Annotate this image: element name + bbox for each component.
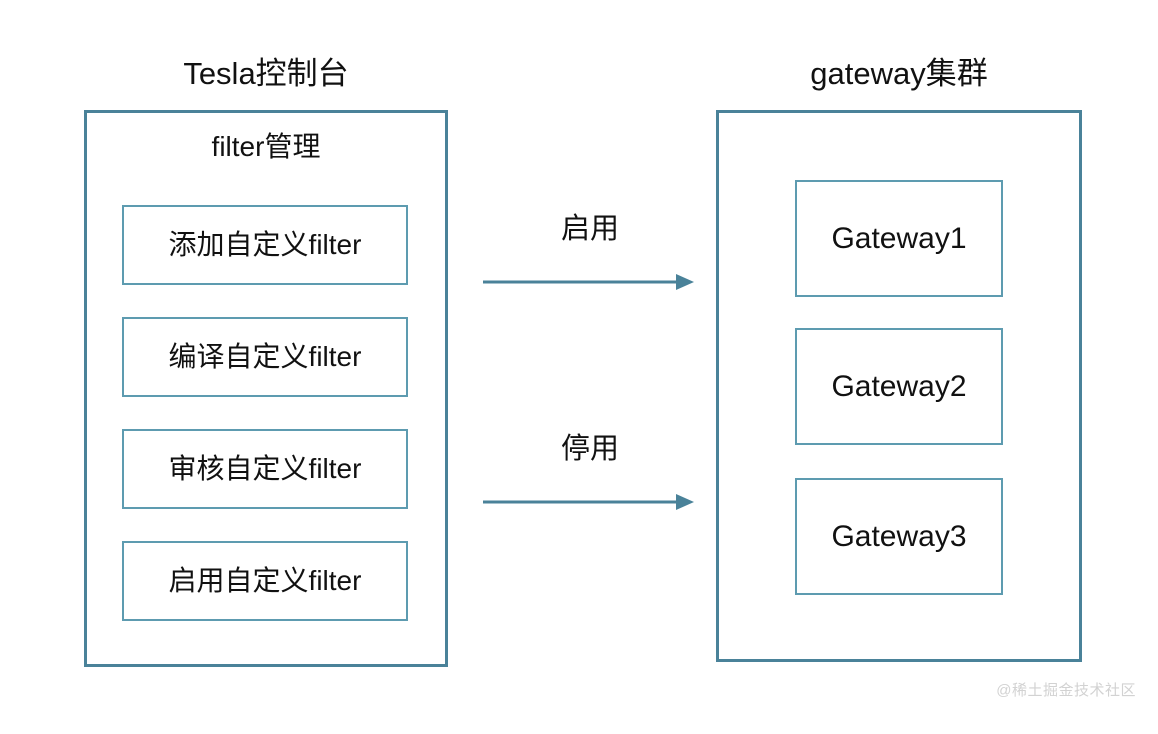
gateway-node-3[interactable]: Gateway3 xyxy=(795,478,1003,595)
filter-item-enable[interactable]: 启用自定义filter xyxy=(122,541,408,621)
gateway-node-3-label: Gateway3 xyxy=(831,519,967,553)
gateway-node-1-label: Gateway1 xyxy=(831,221,967,255)
left-panel-title: Tesla控制台 xyxy=(183,56,349,91)
filter-item-compile[interactable]: 编译自定义filter xyxy=(122,317,408,397)
filter-management-heading: filter管理 xyxy=(211,131,321,162)
gateway-node-2[interactable]: Gateway2 xyxy=(795,328,1003,445)
connection-disable-label: 停用 xyxy=(560,433,619,465)
arrow-right-icon xyxy=(483,274,694,290)
arrow-right-icon xyxy=(483,494,694,510)
filter-item-add-label: 添加自定义filter xyxy=(168,229,362,260)
connection-enable-label: 启用 xyxy=(560,213,619,245)
filter-item-add[interactable]: 添加自定义filter xyxy=(122,205,408,285)
right-panel-title: gateway集群 xyxy=(810,56,988,91)
watermark: @稀土掘金技术社区 xyxy=(996,682,1136,699)
filter-item-enable-label: 启用自定义filter xyxy=(168,565,362,596)
filter-item-review-label: 审核自定义filter xyxy=(168,453,362,484)
gateway-node-1[interactable]: Gateway1 xyxy=(795,180,1003,297)
filter-item-compile-label: 编译自定义filter xyxy=(168,341,362,372)
filter-item-review[interactable]: 审核自定义filter xyxy=(122,429,408,509)
gateway-node-2-label: Gateway2 xyxy=(831,369,967,403)
